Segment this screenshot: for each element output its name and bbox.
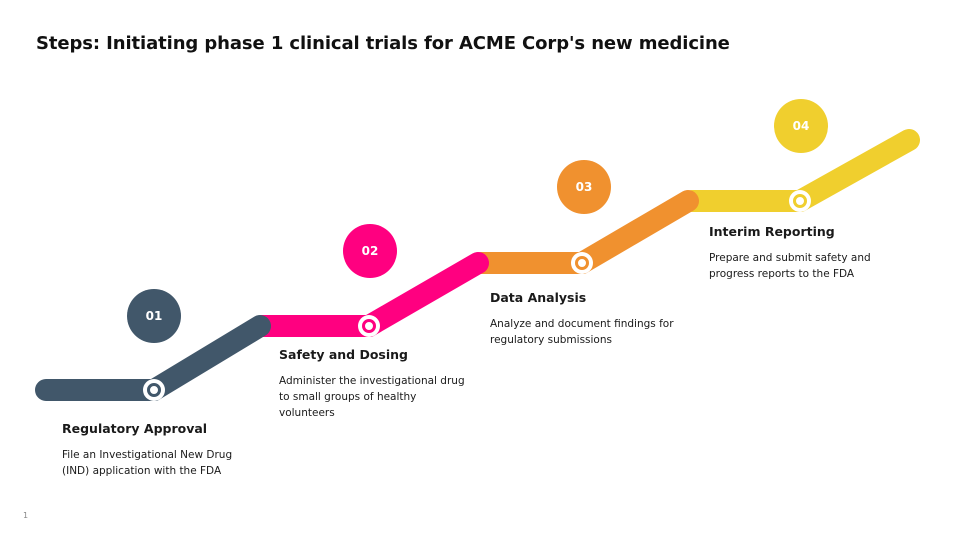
step-heading-4: Interim Reporting [709,224,835,239]
step-number-3: 03 [576,180,593,194]
step-number-2: 02 [362,244,379,258]
slide-number: 1 [23,511,29,520]
step-marker-3 [571,252,593,274]
step-description-4: Prepare and submit safety and progress r… [709,252,871,280]
step-badge-4: 04 [774,99,828,153]
step-badge-2: 02 [343,224,397,278]
step-description-3: Analyze and document findings for regula… [490,318,674,346]
step-number-4: 04 [793,119,810,133]
page-title: Steps: Initiating phase 1 clinical trial… [36,33,730,54]
step-badge-3: 03 [557,160,611,214]
step-heading-3: Data Analysis [490,290,587,305]
step-marker-4 [789,190,811,212]
step-description-1: File an Investigational New Drug (IND) a… [62,449,233,477]
step-marker-2 [358,315,380,337]
step-marker-1 [143,379,165,401]
step-heading-1: Regulatory Approval [62,421,208,436]
step-badge-1: 01 [127,289,181,343]
step-number-1: 01 [146,309,163,323]
step-description-2: Administer the investigational drug to s… [279,375,465,419]
step-heading-2: Safety and Dosing [279,347,408,362]
